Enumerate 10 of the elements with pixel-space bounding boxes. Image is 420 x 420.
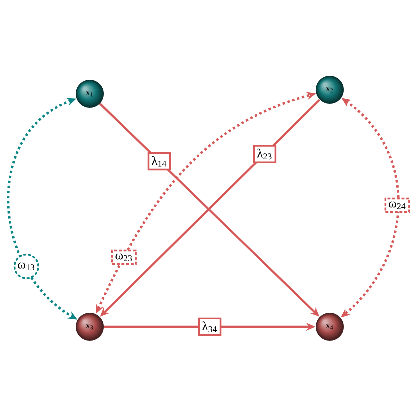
sphere-node: x$_{4}$: [316, 313, 344, 341]
edge-label: ω$_{13}$: [14, 254, 40, 280]
edge-label: λ$_{14}$: [148, 152, 172, 171]
edge-label: ω$_{23}$: [111, 250, 137, 266]
edge-label: ω$_{24}$: [384, 198, 410, 214]
sphere-node: x$_{2}$: [316, 76, 344, 104]
sphere-node: x$_{1}$: [76, 80, 104, 108]
edge-label: λ$_{34}$: [198, 318, 222, 336]
sphere-node: x$_{3}$: [76, 313, 104, 341]
edge-label: λ$_{23}$: [253, 145, 277, 164]
